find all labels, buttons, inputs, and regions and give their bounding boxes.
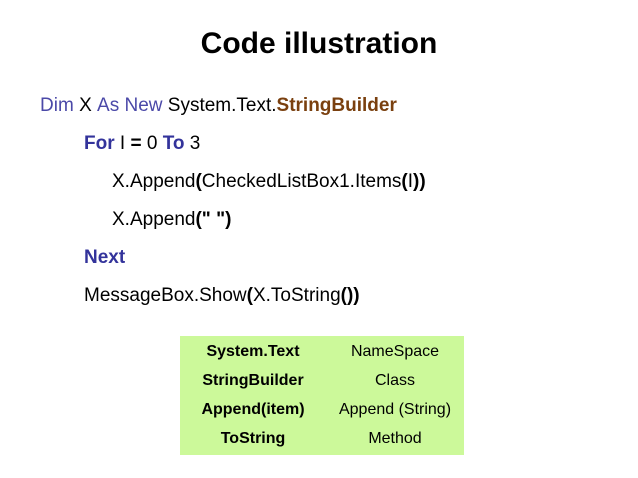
code-token: System.Text. <box>167 94 277 116</box>
code-token: To <box>162 132 190 154</box>
code-line: X.Append(CheckedListBox1.Items(I)) <box>0 162 638 200</box>
table-row: Append(item) Append (String) <box>180 396 464 425</box>
code-token: )) <box>413 170 426 192</box>
legend-term: System.Text <box>206 343 300 360</box>
page-title: Code illustration <box>200 27 438 60</box>
code-token: I <box>119 132 131 154</box>
code-token: Dim <box>40 94 80 116</box>
code-token: X <box>79 94 98 116</box>
code-token: = <box>130 132 142 154</box>
code-token: ()) <box>340 284 360 306</box>
table-row: System.Text NameSpace <box>180 338 464 367</box>
code-token: ( <box>195 170 202 192</box>
code-token: CheckedListBox1.Items <box>201 170 402 192</box>
code-line: For I = 0 To 3 <box>0 124 638 162</box>
legend-term: StringBuilder <box>202 372 304 389</box>
code-token: StringBuilder <box>276 94 397 116</box>
code-token: Next <box>84 246 126 268</box>
legend-term: Append(item) <box>201 401 305 418</box>
legend-term: ToString <box>220 430 286 447</box>
code-token: MessageBox.Show <box>84 284 247 306</box>
code-token: (" ") <box>195 208 232 230</box>
code-line: MessageBox.Show(X.ToString()) <box>0 276 638 314</box>
table-row: StringBuilder Class <box>180 367 464 396</box>
code-line: Dim X As New System.Text.StringBuilder <box>0 86 638 124</box>
code-token: ( <box>246 284 253 306</box>
code-token: X.Append <box>112 208 196 230</box>
code-token: I <box>407 170 413 192</box>
code-line: Next <box>0 238 638 276</box>
legend-kind: Append (String) <box>338 401 452 418</box>
code-token: ( <box>401 170 408 192</box>
code-token: X.Append <box>112 170 196 192</box>
legend-kind: Method <box>368 430 422 447</box>
legend-kind: Class <box>374 372 415 389</box>
code-token: 3 <box>189 132 201 154</box>
code-token: As New <box>97 94 168 116</box>
code-token: For <box>84 132 120 154</box>
code-token: 0 <box>141 132 163 154</box>
table-row: ToString Method <box>180 425 464 454</box>
code-line: X.Append(" ") <box>0 200 638 238</box>
code-token: X.ToString <box>252 284 341 306</box>
legend-kind: NameSpace <box>350 343 440 360</box>
